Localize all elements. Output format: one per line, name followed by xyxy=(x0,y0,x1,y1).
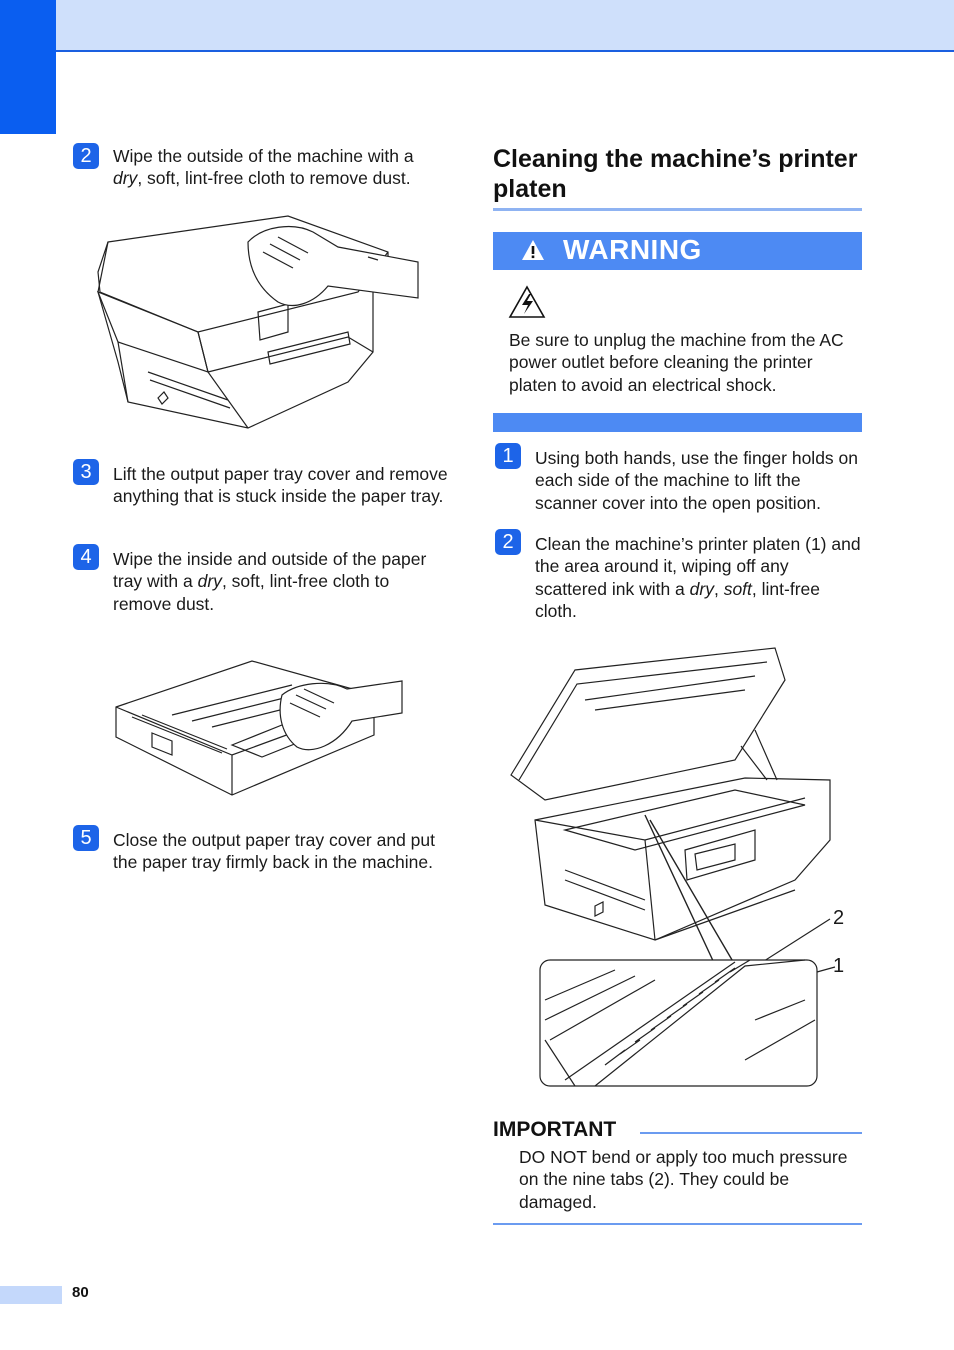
section-title: Cleaning the machine’s printer platen xyxy=(493,145,858,203)
step-number-badge: 3 xyxy=(73,459,99,485)
warning-triangle-icon xyxy=(522,240,544,260)
step-number-badge: 1 xyxy=(495,443,521,469)
warning-label: WARNING xyxy=(563,234,702,265)
page-number-tab xyxy=(0,1286,62,1304)
important-bottom-rule xyxy=(493,1223,862,1225)
warning-text: Be sure to unplug the machine from the A… xyxy=(509,330,844,395)
header-band xyxy=(0,0,954,52)
warning-footer-bar xyxy=(493,413,862,432)
step-text: Wipe the outside of the machine with a d… xyxy=(113,146,414,189)
callout-label-2: 2 xyxy=(833,907,845,929)
callout-label-1: 1 xyxy=(833,955,845,977)
section-title-rule xyxy=(493,208,862,211)
step-text: Clean the machine’s printer platen (1) a… xyxy=(535,534,861,622)
chapter-tab xyxy=(0,0,56,134)
printer-platen-illustration xyxy=(510,647,836,1087)
step-number-badge: 2 xyxy=(73,143,99,169)
important-title: IMPORTANT xyxy=(493,1118,617,1141)
machine-wiping-illustration xyxy=(96,215,419,429)
step-number-badge: 5 xyxy=(73,825,99,851)
step-text: Lift the output paper tray cover and rem… xyxy=(113,464,448,507)
step-text: Close the output paper tray cover and pu… xyxy=(113,830,436,873)
important-rule xyxy=(640,1132,862,1134)
step-number-badge: 2 xyxy=(495,529,521,555)
page-number: 80 xyxy=(72,1284,89,1301)
electrical-shock-icon xyxy=(508,285,546,318)
step-text: Wipe the inside and outside of the paper… xyxy=(113,549,427,614)
important-text: DO NOT bend or apply too much pressure o… xyxy=(519,1147,848,1212)
step-text: Using both hands, use the finger holds o… xyxy=(535,448,858,513)
step-number-badge: 4 xyxy=(73,544,99,570)
paper-tray-wiping-illustration xyxy=(115,660,403,796)
warning-header: WARNING xyxy=(493,232,862,270)
